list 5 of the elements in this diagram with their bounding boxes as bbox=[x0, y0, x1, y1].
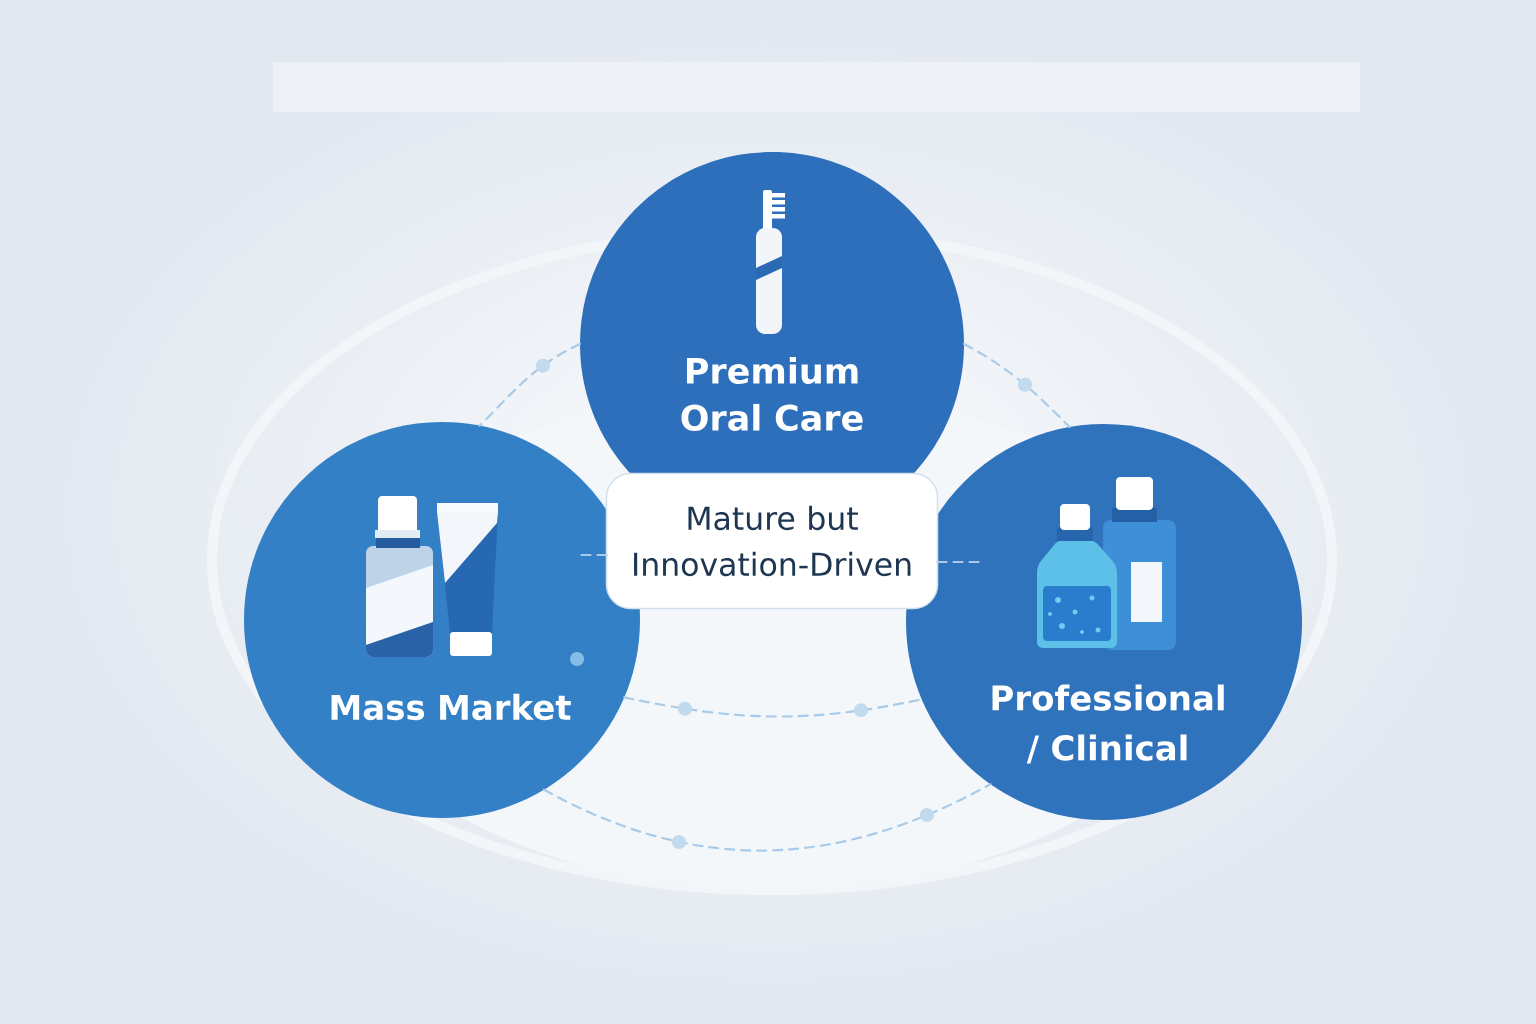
dashed-line bbox=[962, 342, 1071, 429]
dashed-line bbox=[542, 783, 992, 852]
dashed-line bbox=[478, 342, 582, 427]
dashed-line bbox=[936, 560, 980, 564]
dashed-line bbox=[580, 553, 608, 557]
